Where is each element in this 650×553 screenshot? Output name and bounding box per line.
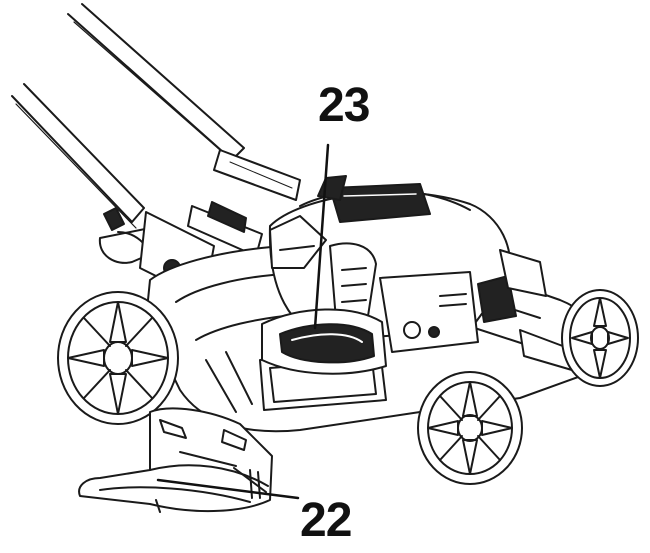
- callout-leaders: [156, 143, 330, 500]
- handle-bars: [11, 3, 301, 229]
- mulch-plug: [261, 308, 387, 375]
- rear-right-wheel: [561, 289, 639, 387]
- front-right-wheel: [417, 371, 523, 485]
- callout-number-22: 22: [300, 494, 352, 547]
- rear-discharge-chute: [78, 407, 273, 513]
- callout-number-23: 23: [318, 79, 370, 132]
- engine: [268, 175, 547, 353]
- front-left-wheel: [57, 291, 179, 425]
